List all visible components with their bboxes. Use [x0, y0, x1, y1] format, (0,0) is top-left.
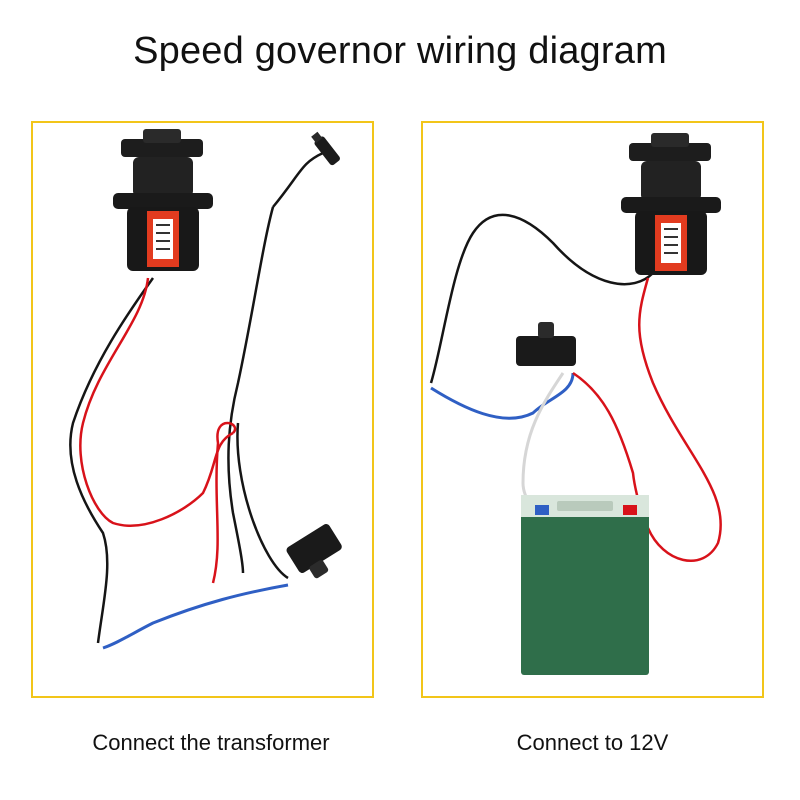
- black-pump-wire: [429, 213, 654, 384]
- left-wiring-photo: [31, 121, 374, 698]
- 12v-battery: [521, 495, 649, 675]
- left-caption: Connect the transformer: [92, 730, 330, 755]
- blue-governor-wire: [102, 583, 289, 650]
- water-pump: [621, 133, 721, 275]
- left-wiring-illustration: [69, 129, 342, 650]
- black-governor-wire: [236, 422, 289, 580]
- right-caption: Connect to 12V: [516, 730, 669, 755]
- right-wiring-photo: [421, 121, 764, 698]
- red-wire-loop: [211, 421, 237, 584]
- dc-jack-connector: [311, 131, 340, 166]
- red-pump-wire: [79, 277, 234, 527]
- page-title: Speed governor wiring diagram: [133, 30, 667, 72]
- blue-governor-wire: [430, 372, 575, 420]
- speed-governor-module: [516, 322, 576, 366]
- water-pump: [113, 129, 213, 271]
- speed-governor-module: [286, 524, 342, 579]
- red-pump-wire: [638, 277, 722, 562]
- black-pump-wire: [69, 277, 155, 644]
- right-wiring-illustration: [429, 133, 722, 675]
- black-power-lead-wire: [227, 151, 324, 574]
